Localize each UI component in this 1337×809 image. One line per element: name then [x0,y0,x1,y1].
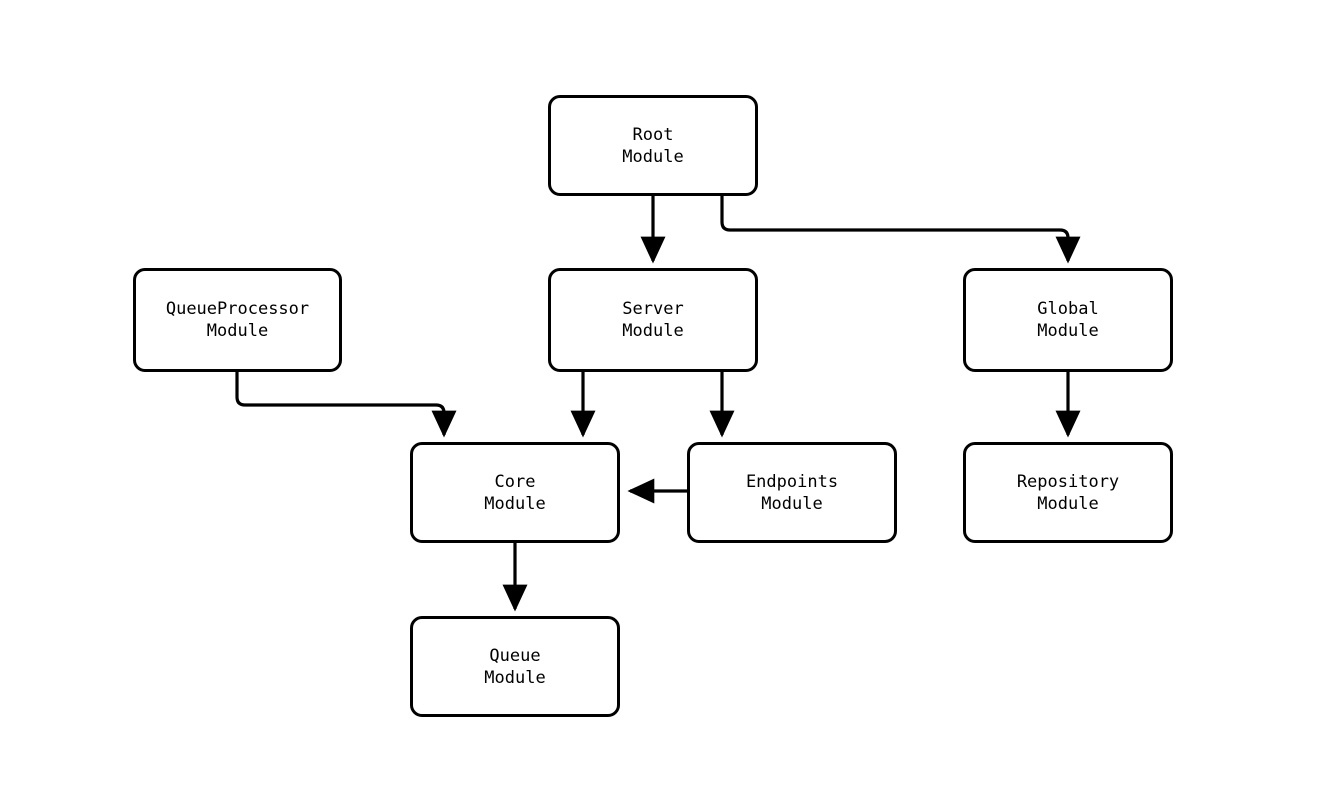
node-server-module-line2: Module [622,321,684,341]
node-root-module-line1: Root [632,124,674,145]
node-core-module-line1: Core [494,471,536,492]
node-repository-module[interactable]: Repository Module [963,442,1173,543]
node-repository-module-line1: Repository [1016,471,1120,492]
node-endpoints-module-line2: Module [761,493,823,514]
node-core-module[interactable]: Core Module [410,442,620,543]
node-endpoints-module[interactable]: Endpoints Module [687,442,897,543]
edge-queueprocessor-to-core [235,372,457,438]
node-global-module-line2: Module [1037,321,1099,341]
node-queue-module-line2: Module [484,667,546,688]
node-queueprocessor-module[interactable]: QueueProcessor Module [133,268,342,372]
node-endpoints-module-line1: Endpoints [745,471,839,492]
node-queueprocessor-module-line1: QueueProcessor [165,299,310,319]
edge-root-to-global [720,196,1081,264]
node-server-module-line1: Server [622,299,684,319]
node-queueprocessor-module-line2: Module [206,321,269,341]
node-queue-module[interactable]: Queue Module [410,616,620,717]
node-root-module-line2: Module [622,146,684,167]
node-global-module-line1: Global [1037,299,1099,319]
node-core-module-line2: Module [484,493,546,514]
node-server-module[interactable]: Server Module [548,268,758,372]
node-repository-module-line2: Module [1037,493,1099,514]
node-root-module[interactable]: Root Module [548,95,758,196]
node-global-module[interactable]: Global Module [963,268,1173,372]
node-queue-module-line1: Queue [489,645,541,666]
